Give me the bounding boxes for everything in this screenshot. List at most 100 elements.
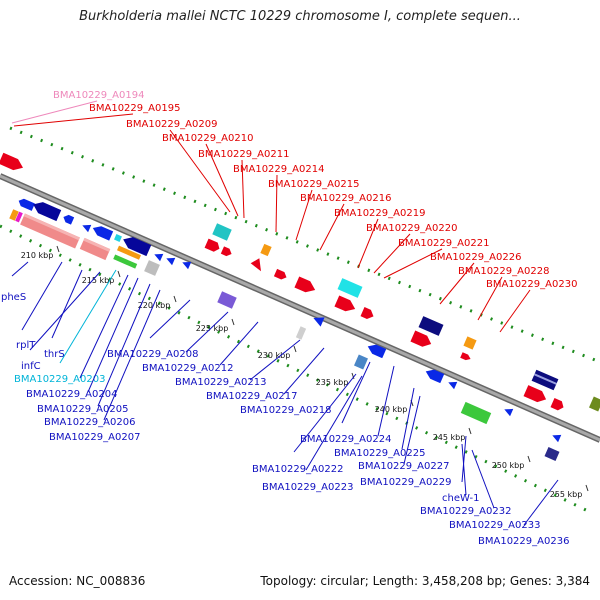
gene-label[interactable]: BMA10229_A0216 <box>300 193 391 204</box>
gene-a0216b-arrow[interactable] <box>294 276 317 295</box>
gene-label[interactable]: BMA10229_A0219 <box>334 208 425 219</box>
gene-blue-12[interactable] <box>503 406 514 417</box>
gene-label[interactable]: BMA10229_A0223 <box>262 482 353 493</box>
gene-a0230b-arrow[interactable] <box>523 385 549 405</box>
gene-label[interactable]: BMA10229_A0227 <box>358 461 449 472</box>
gene-label[interactable]: BMA10229_A0224 <box>300 434 391 445</box>
gene-a0222-box[interactable] <box>354 354 368 370</box>
gene-blue-8[interactable] <box>311 313 325 327</box>
gene-label[interactable]: BMA10229_A0213 <box>175 377 266 388</box>
label-leader-line <box>357 218 379 269</box>
gene-label[interactable]: BMA10229_A0203 <box>14 374 105 385</box>
gene-blue-2[interactable] <box>62 213 75 225</box>
gene-label[interactable]: BMA10229_A0215 <box>268 179 359 190</box>
gene-a0209-box[interactable] <box>212 223 232 241</box>
gene-cyan-rna[interactable] <box>114 234 122 242</box>
gene-label[interactable]: BMA10229_A0232 <box>420 506 511 517</box>
gene-a0216-arrow[interactable] <box>273 268 288 281</box>
gene-blue-5[interactable] <box>153 251 164 262</box>
gene-a0220-arrow[interactable] <box>334 295 357 314</box>
kbp-tick-mark <box>117 270 121 278</box>
gene-a0230-box[interactable] <box>531 369 559 391</box>
label-leader-line <box>341 361 371 424</box>
gene-left-orange[interactable] <box>9 209 19 221</box>
gene-label[interactable]: BMA10229_A0212 <box>142 363 233 374</box>
gene-blue-7[interactable] <box>181 259 192 270</box>
forward-strand-features <box>0 152 600 412</box>
gene-blue-6[interactable] <box>165 255 176 266</box>
gene-grey-block[interactable] <box>144 260 160 276</box>
gene-label[interactable]: BMA10229_A0221 <box>398 238 489 249</box>
kbp-tick-mark <box>231 318 235 326</box>
gene-label[interactable]: BMA10229_A0210 <box>162 133 253 144</box>
gene-label[interactable]: BMA10229_A0230 <box>486 279 577 290</box>
gene-a0215-arrow[interactable] <box>250 258 266 273</box>
gene-a0212-box[interactable] <box>217 291 237 309</box>
gene-label[interactable]: BMA10229_A0229 <box>360 477 451 488</box>
gene-label[interactable]: BMA10229_A0236 <box>478 536 569 547</box>
gene-blue-10[interactable] <box>424 367 445 384</box>
gene-blue-4[interactable] <box>91 223 114 241</box>
gene-label[interactable]: cheW-1 <box>442 493 479 504</box>
gene-a0226b-arrow[interactable] <box>410 330 433 349</box>
gene-green-block[interactable] <box>113 254 138 269</box>
gene-label[interactable]: BMA10229_A0208 <box>107 349 198 360</box>
gene-a0228b-arrow[interactable] <box>460 352 472 362</box>
gene-a0217-box[interactable] <box>295 326 307 340</box>
gene-label[interactable]: BMA10229_A0233 <box>449 520 540 531</box>
gene-pink-block-2[interactable] <box>79 237 111 261</box>
gene-a0195-arrow[interactable] <box>0 152 25 174</box>
gene-a0210-arrow[interactable] <box>204 238 222 254</box>
gene-label[interactable]: BMA10229_A0205 <box>37 404 128 415</box>
gene-label[interactable]: infC <box>21 361 41 372</box>
gene-a0226-box[interactable] <box>418 316 444 336</box>
gene-a0219-box[interactable] <box>337 278 363 298</box>
gene-orange-block[interactable] <box>117 245 141 260</box>
gene-a0214-box[interactable] <box>260 243 272 257</box>
label-leader-line <box>219 321 259 366</box>
gene-label[interactable]: pheS <box>1 292 26 303</box>
gene-a0228-box[interactable] <box>463 336 477 350</box>
gene-label[interactable]: thrS <box>44 349 65 360</box>
gene-a0232-box[interactable] <box>460 401 492 425</box>
chromosome-backbone <box>0 173 600 443</box>
gene-pink-block[interactable] <box>20 213 80 249</box>
gene-label[interactable]: BMA10229_A0214 <box>233 164 324 175</box>
gene-label[interactable]: BMA10229_A0211 <box>198 149 289 160</box>
gene-a0236-box[interactable] <box>544 447 560 461</box>
label-leader-line <box>477 276 503 321</box>
gene-label[interactable]: BMA10229_A0209 <box>126 119 217 130</box>
gene-label[interactable]: BMA10229_A0225 <box>334 448 425 459</box>
gene-label[interactable]: rplT <box>16 340 36 351</box>
topology-summary-text: Topology: circular; Length: 3,458,208 bp… <box>260 574 590 588</box>
gene-label[interactable]: BMA10229_A0195 <box>89 103 180 114</box>
gene-left-magenta[interactable] <box>15 211 23 223</box>
label-leader-line <box>11 261 29 277</box>
gene-blue-3[interactable] <box>81 222 92 233</box>
gene-blue-1[interactable] <box>17 197 35 211</box>
gene-a0211-arrow[interactable] <box>220 246 233 257</box>
gene-navy-2[interactable] <box>121 234 152 257</box>
gene-label[interactable]: BMA10229_A0226 <box>430 252 521 263</box>
label-leader-line <box>97 283 151 407</box>
gene-label[interactable]: BMA10229_A0228 <box>458 266 549 277</box>
gene-label[interactable]: BMA10229_A0218 <box>240 405 331 416</box>
gene-label[interactable]: BMA10229_A0204 <box>26 389 117 400</box>
kbp-tick-mark <box>293 345 297 353</box>
gene-blue-13[interactable] <box>551 432 562 443</box>
gene-blue-11[interactable] <box>447 379 458 390</box>
reverse-strand-features <box>9 197 562 461</box>
gene-blue-9[interactable] <box>366 342 387 359</box>
gene-label[interactable]: BMA10229_A0207 <box>49 432 140 443</box>
gene-edge-box[interactable] <box>589 396 600 412</box>
gene-label[interactable]: BMA10229_A0217 <box>206 391 297 402</box>
gene-label[interactable]: BMA10229_A0220 <box>366 223 457 234</box>
gene-label[interactable]: BMA10229_A0222 <box>252 464 343 475</box>
gene-a0221-arrow[interactable] <box>360 307 376 321</box>
gene-label[interactable]: BMA10229_A0194 <box>53 90 144 101</box>
gene-navy-1[interactable] <box>31 199 62 222</box>
gene-a0231-arrow[interactable] <box>550 398 566 412</box>
gene-label[interactable]: BMA10229_A0206 <box>44 417 135 428</box>
